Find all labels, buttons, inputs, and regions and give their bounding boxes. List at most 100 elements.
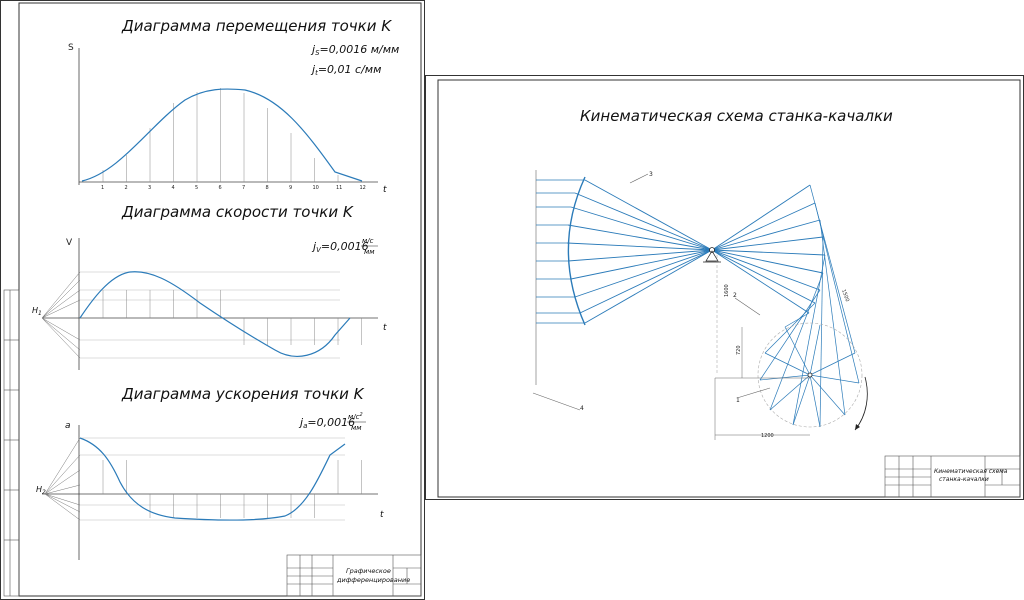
- velocity-title: Диаграмма скорости точки K: [121, 203, 354, 221]
- beam-line-left: [570, 249, 713, 280]
- beam-line-left: [567, 224, 713, 251]
- leader-3-label: 3: [649, 171, 653, 178]
- crank-center: [807, 372, 813, 378]
- acceleration-ray: [44, 493, 81, 521]
- acceleration-ray: [44, 484, 81, 495]
- beam-line-left: [566, 242, 713, 251]
- displacement-x-label: t: [383, 185, 387, 195]
- beam-line-right: [711, 184, 811, 251]
- svg-text:jt=0,01 с/мм: jt=0,01 с/мм: [310, 63, 381, 77]
- crank-spoke: [809, 374, 821, 428]
- left-drawing-sheet: Диаграмма перемещения точки K S t jS=0,0…: [0, 0, 425, 600]
- acceleration-ray: [44, 454, 81, 495]
- connecting-rod: [769, 272, 824, 411]
- left-title-line2: дифференцирование: [336, 576, 410, 584]
- displacement-tick-label: 1: [101, 185, 104, 191]
- leader-1: [736, 387, 771, 399]
- beam-line-left: [584, 179, 713, 251]
- svg-text:ja=0,0016: ja=0,0016: [298, 416, 355, 430]
- acceleration-ray: [44, 469, 81, 495]
- acceleration-ray: [44, 437, 81, 495]
- svg-text:мм: мм: [364, 248, 375, 256]
- crank-spoke: [809, 324, 821, 376]
- displacement-tick-label: 3: [148, 185, 151, 191]
- beam-line-left: [574, 192, 713, 251]
- crank-spoke: [809, 374, 846, 416]
- beam-line-right: [711, 249, 816, 304]
- right-title-line2: станка-качалки: [939, 476, 989, 483]
- leader-2-label: 2: [733, 292, 737, 299]
- left-title-block: [286, 554, 422, 597]
- connecting-rod: [764, 302, 816, 354]
- displacement-ordinates: [102, 88, 362, 182]
- beam-line-right: [711, 249, 821, 291]
- crank-spoke: [764, 352, 811, 376]
- velocity-x-label: t: [383, 323, 387, 333]
- right-drawing-sheet: Кинематическая схема станка-качалки 4 16…: [425, 75, 1024, 500]
- acceleration-y-label: a: [65, 421, 71, 431]
- displacement-tick-label: 12: [360, 185, 366, 191]
- displacement-scale-t: jt=0,01 с/мм: [310, 63, 381, 77]
- dim-1200: 1200: [761, 433, 774, 439]
- left-sheet-svg: Диаграмма перемещения точки K S t jS=0,0…: [0, 0, 425, 600]
- velocity-ray: [41, 289, 81, 319]
- displacement-curve: [81, 88, 363, 182]
- crank-circle: [757, 322, 863, 428]
- leader-1-label: 1: [736, 397, 740, 404]
- schematic-title: Кинематическая схема станка-качалки: [580, 107, 893, 125]
- acceleration-scale: ja=0,0016 м/с2 мм: [298, 412, 366, 432]
- velocity-ray: [41, 271, 81, 319]
- velocity-ray: [41, 317, 81, 359]
- displacement-tick-label: 11: [336, 185, 342, 191]
- right-title-line1: Кинематическая схема: [934, 468, 1008, 475]
- displacement-tick-label: 8: [266, 185, 269, 191]
- point-k-projections: [536, 179, 585, 324]
- displacement-tick-label: 6: [219, 185, 222, 191]
- beam-line-right: [711, 202, 816, 251]
- acceleration-curve: [79, 437, 346, 521]
- dim-1600: 1600: [724, 284, 730, 297]
- dim-720: 720: [736, 345, 742, 355]
- velocity-ray: [41, 299, 81, 319]
- beam-line-left: [570, 206, 713, 251]
- velocity-pole-label: H1: [32, 306, 42, 317]
- displacement-tick-label: 4: [172, 185, 175, 191]
- dimension-lines: [714, 327, 810, 440]
- acceleration-ray: [44, 493, 81, 506]
- svg-text:м/с: м/с: [362, 237, 374, 245]
- leader-4-label: 4: [580, 405, 584, 412]
- svg-text:мм: мм: [351, 424, 362, 432]
- leader-3: [629, 173, 649, 184]
- velocity-ordinates: [102, 290, 362, 345]
- rotation-arrow-head: [855, 424, 860, 430]
- acceleration-pole-label: H2: [36, 485, 46, 496]
- connecting-rod: [784, 312, 810, 328]
- beam-line-right: [711, 249, 824, 274]
- velocity-ray: [41, 317, 81, 351]
- crank-spoke: [769, 374, 811, 411]
- crank-spoke: [809, 352, 856, 376]
- beam-positions: [566, 179, 860, 428]
- connecting-rod: [814, 202, 860, 384]
- velocity-ray: [41, 317, 81, 341]
- displacement-scale-s: jS=0,0016 м/мм: [310, 43, 399, 57]
- displacement-tick-label: 9: [289, 185, 292, 191]
- velocity-ray: [41, 279, 81, 319]
- acceleration-ray: [44, 493, 81, 513]
- displacement-tick-label: 5: [195, 185, 198, 191]
- beam-pivot-support: [703, 247, 721, 263]
- crank-spoke: [792, 374, 811, 426]
- displacement-y-label: S: [68, 43, 74, 53]
- displacement-title: Диаграмма перемещения точки K: [121, 17, 392, 35]
- connecting-rod: [759, 289, 821, 381]
- displacement-tick-label: 7: [242, 185, 245, 191]
- acceleration-ordinates: [102, 460, 362, 518]
- right-title-block: [884, 455, 1021, 498]
- right-inner-frame: [437, 79, 1021, 498]
- svg-text:jS=0,0016 м/мм: jS=0,0016 м/мм: [310, 43, 399, 57]
- velocity-scale: jV=0,0016 м/с мм: [311, 237, 378, 256]
- right-sheet-svg: Кинематическая схема станка-качалки 4 16…: [425, 75, 1024, 500]
- crank-spokes: [759, 324, 860, 428]
- acceleration-title: Диаграмма ускорения точки K: [121, 385, 365, 403]
- beam-line-left: [567, 249, 713, 262]
